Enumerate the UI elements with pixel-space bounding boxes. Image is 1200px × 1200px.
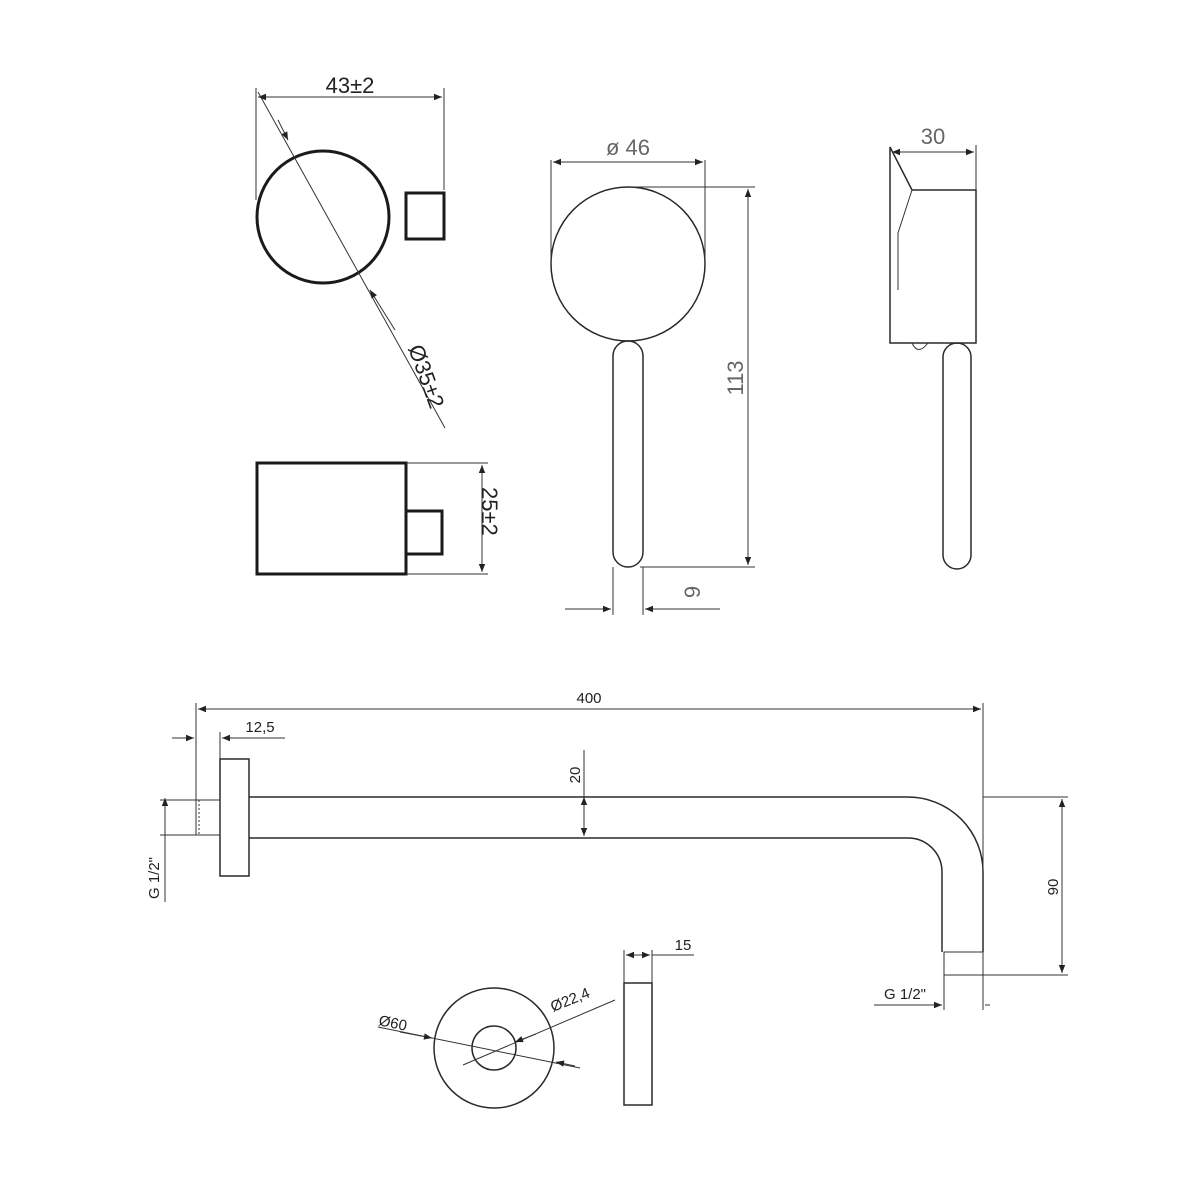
rosette-inner-circle — [471, 1025, 517, 1071]
handle-side-view: 30 — [889, 124, 977, 570]
rosette-depth-label: 15 — [675, 937, 692, 954]
rosette-inner-leader — [462, 999, 616, 1066]
rosette-outer-label: Ø60 — [377, 1012, 408, 1035]
handle-lever — [612, 340, 644, 568]
handle-height-label: 113 — [723, 360, 748, 395]
shower-arm: 400 12,5 20 90 G 1/2" G 1/2" — [146, 690, 1068, 1010]
arm-flange — [219, 758, 250, 877]
knob-body — [255, 461, 408, 576]
knob-spindle — [404, 191, 446, 241]
handle-side-lever — [942, 342, 972, 570]
handle-front-view: ø 46 113 9 — [550, 135, 755, 615]
rosette-outer-circle — [433, 987, 555, 1109]
rosette-inner-label: Ø22,4 — [548, 985, 592, 1016]
knob-side-view: 25±2 — [255, 461, 502, 576]
arm-length-label: 400 — [576, 690, 601, 707]
side-depth-label: 30 — [921, 124, 945, 149]
knob-diameter-leader — [257, 91, 446, 429]
rosette-side-view — [623, 982, 653, 1106]
knob-top-view: 43±2 Ø35±2 — [255, 73, 449, 429]
knob-diameter-label: Ø35±2 — [403, 341, 449, 411]
arm-drop-label: 90 — [1045, 879, 1062, 896]
thread-right-label: G 1/2" — [884, 986, 926, 1003]
handle-disc — [550, 186, 706, 342]
arm-tube — [249, 796, 984, 952]
handle-diameter-label: ø 46 — [606, 135, 650, 160]
handle-side-body — [889, 146, 977, 344]
rosette: Ø60 Ø22,4 15 — [377, 937, 694, 1109]
knob-side-spindle — [404, 509, 444, 556]
arm-thread-left — [195, 799, 221, 836]
thread-left-label: G 1/2" — [146, 857, 163, 899]
handle-stem-label: 9 — [680, 586, 705, 598]
arm-thread-right — [943, 951, 984, 976]
knob-circle — [255, 149, 391, 285]
flange-thickness-label: 12,5 — [245, 719, 274, 736]
tube-diameter-label: 20 — [567, 767, 584, 784]
knob-width-label: 43±2 — [326, 73, 375, 98]
knob-depth-label: 25±2 — [477, 487, 502, 536]
